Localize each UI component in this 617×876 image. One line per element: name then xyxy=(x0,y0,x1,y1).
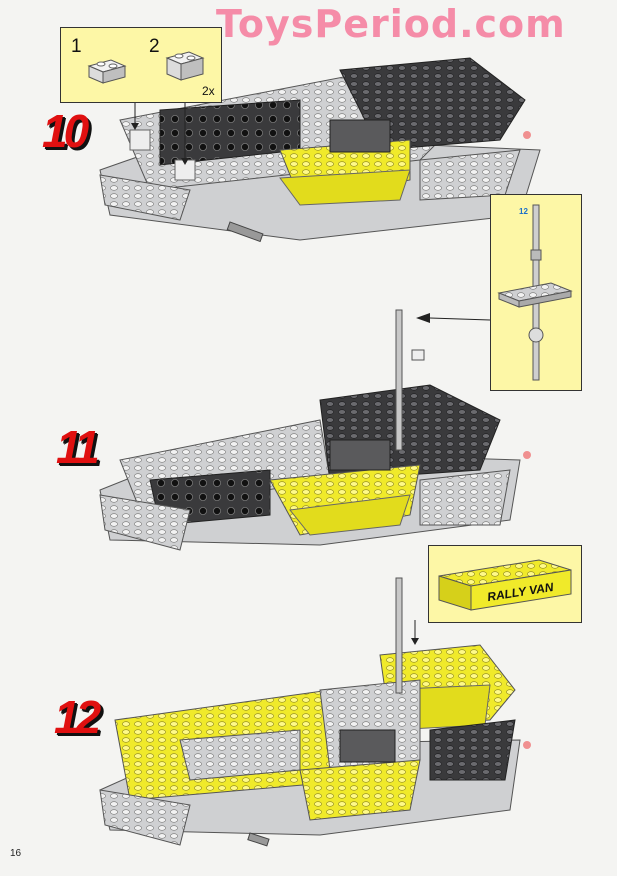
rally-van-callout: RALLY VAN xyxy=(428,545,582,623)
rally-van-brick-icon xyxy=(438,559,572,611)
part-1-label: 1 xyxy=(71,36,82,57)
assembly-arrows xyxy=(134,101,491,640)
axle-callout: 12 xyxy=(490,194,582,391)
part-quantity: 2x xyxy=(202,84,215,98)
parts-callout: 1 2 2x xyxy=(60,27,222,103)
step-number-12: 12 xyxy=(54,691,101,743)
watermark: ToysPeriod.com xyxy=(216,2,566,46)
page-number: 16 xyxy=(10,848,22,859)
model-step-11 xyxy=(99,309,531,551)
part-2-label: 2 xyxy=(149,36,160,57)
axle-assembly-icon xyxy=(497,204,573,381)
part-1-brick-icon xyxy=(87,59,127,84)
step-number-10: 10 xyxy=(42,105,89,157)
part-2-brick-icon xyxy=(165,51,205,81)
axle-callout-label: 12 xyxy=(519,207,528,216)
model-step-12 xyxy=(99,577,531,847)
step-number-11: 11 xyxy=(56,421,100,473)
model-step-10 xyxy=(99,57,541,243)
